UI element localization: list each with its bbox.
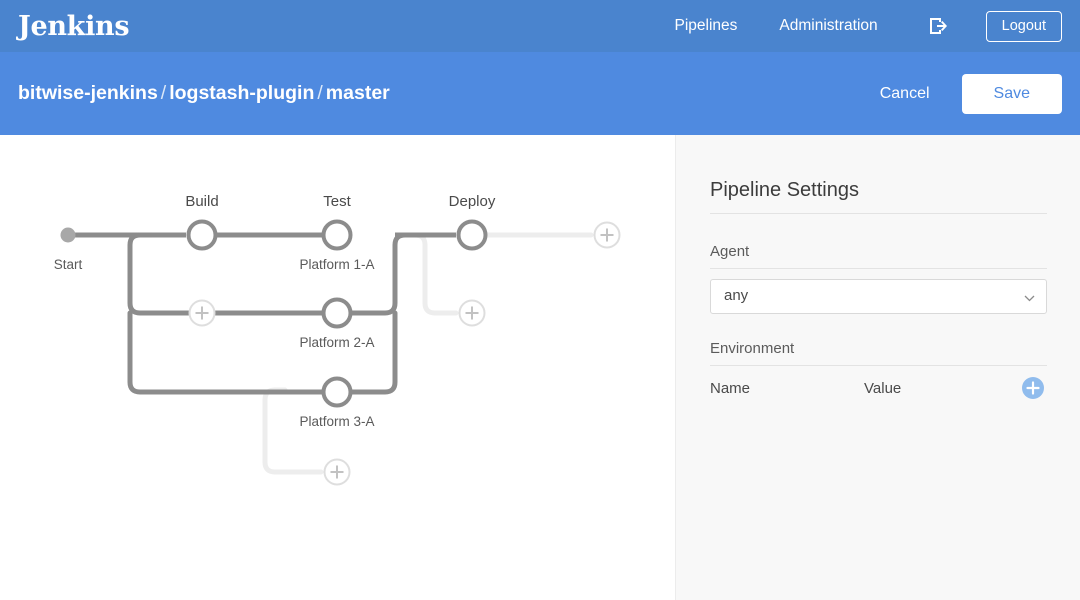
pipeline-graph-editor[interactable]: Start Build Test Deploy Platform 1-A Pla… [0,135,675,600]
stage-node-test-platform-1[interactable] [321,219,353,251]
panel-title-divider [710,213,1047,214]
breadcrumb-separator-2: / [317,82,323,104]
nav-item-pipelines[interactable]: Pipelines [674,17,738,34]
graph-label-deploy: Deploy [448,193,496,210]
graph-label-start: Start [53,257,83,272]
graph-label-platform-1a: Platform 1-A [299,257,375,272]
agent-label: Agent [710,243,750,260]
ghost-connector-test [262,387,324,475]
stage-node-test-platform-3[interactable] [321,376,353,408]
add-parallel-build-button[interactable] [188,299,216,327]
stage-node-build[interactable] [186,219,218,251]
edge-parallel-branch-2-in [127,232,325,316]
jenkins-logo[interactable]: Jenkins [18,10,130,42]
pipeline-settings-panel: Pipeline Settings Agent any Environment … [675,135,1080,600]
breadcrumb-bar: bitwise-jenkins/logstash-plugin/master C… [0,52,1080,135]
ghost-connector-deploy [402,232,459,316]
environment-value-header: Value [864,380,902,397]
logout-button[interactable]: Logout [985,10,1062,42]
graph-label-test: Test [323,193,351,210]
stage-node-test-platform-2[interactable] [321,297,353,329]
chevron-down-icon [1024,291,1035,302]
add-parallel-deploy-button[interactable] [458,299,486,327]
edge-parallel-branch-3-in [127,310,325,395]
add-environment-variable-button[interactable] [1022,377,1044,399]
agent-select[interactable]: any [710,279,1047,314]
agent-divider [710,268,1047,269]
environment-label: Environment [710,340,795,357]
cancel-button[interactable]: Cancel [879,84,930,102]
add-parallel-test-button[interactable] [323,458,351,486]
breadcrumb-org[interactable]: bitwise-jenkins [18,82,158,104]
edge-parallel-branch-2-out [349,232,408,316]
environment-divider [710,365,1047,366]
breadcrumb-separator-1: / [160,82,167,104]
graph-label-build: Build [185,193,219,210]
breadcrumb: bitwise-jenkins/logstash-plugin/master [18,82,390,105]
ghost-connector-build [127,232,189,316]
pipeline-start-dot [60,227,76,243]
agent-select-value: any [724,287,749,304]
nav-item-administration[interactable]: Administration [779,17,878,34]
save-button[interactable]: Save [961,73,1062,114]
breadcrumb-repo[interactable]: logstash-plugin [169,82,315,104]
stage-node-deploy[interactable] [456,219,488,251]
environment-name-header: Name [710,380,751,397]
add-stage-end-button[interactable] [593,221,621,249]
top-navigation-bar: Jenkins Pipelines Administration Logout [0,0,1080,52]
edge-parallel-branch-3-out [349,310,398,395]
pipeline-graph[interactable] [0,135,675,600]
signout-icon[interactable] [926,14,950,38]
panel-title: Pipeline Settings [710,179,859,201]
graph-label-platform-2a: Platform 2-A [299,335,375,350]
graph-label-platform-3a: Platform 3-A [299,414,375,429]
breadcrumb-branch[interactable]: master [325,82,390,104]
